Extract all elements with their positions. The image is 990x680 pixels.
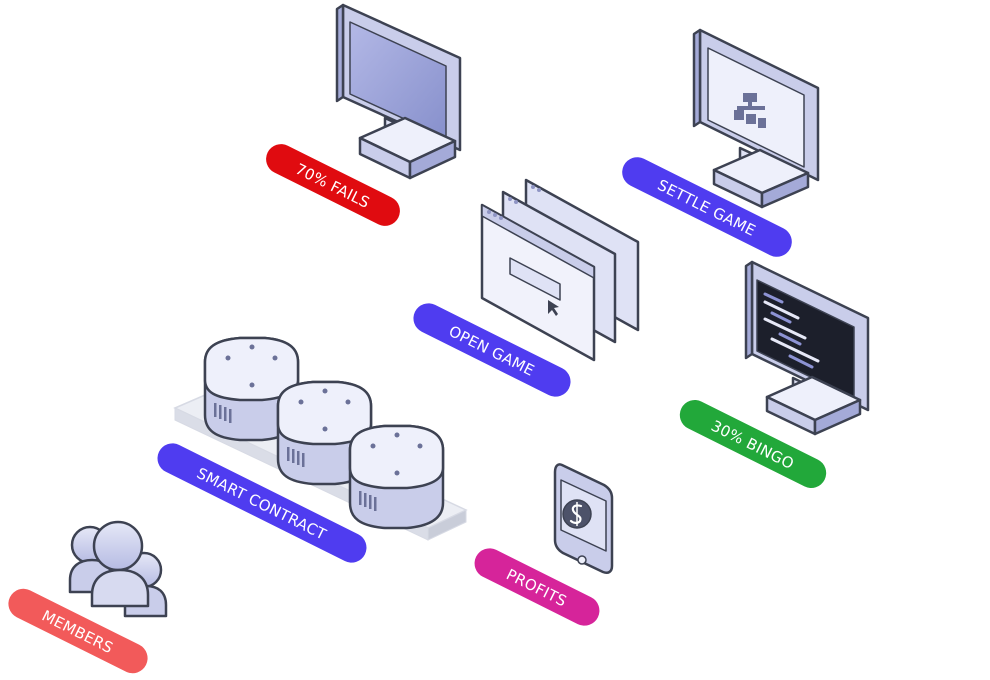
sitemap-icon (734, 93, 766, 128)
monitor-icon (335, 3, 462, 180)
users-icon (68, 520, 168, 618)
pill-members (8, 588, 148, 674)
dollar-coin-icon (562, 499, 592, 529)
pill-settle (622, 157, 792, 257)
server-cube-2 (276, 380, 373, 486)
pill-profits (474, 548, 600, 626)
server-cube-1 (203, 336, 300, 442)
terminal-code-lines (763, 292, 820, 369)
pill-open (413, 303, 571, 397)
browser-windows-icon (480, 178, 640, 362)
cursor-icon (548, 300, 559, 316)
terminal-monitor-icon (744, 260, 870, 436)
server-cube-3 (348, 424, 445, 530)
pill-bingo (679, 399, 827, 489)
browser-dots (487, 185, 541, 220)
pill-contract (157, 443, 367, 563)
pill-fails (266, 144, 400, 226)
